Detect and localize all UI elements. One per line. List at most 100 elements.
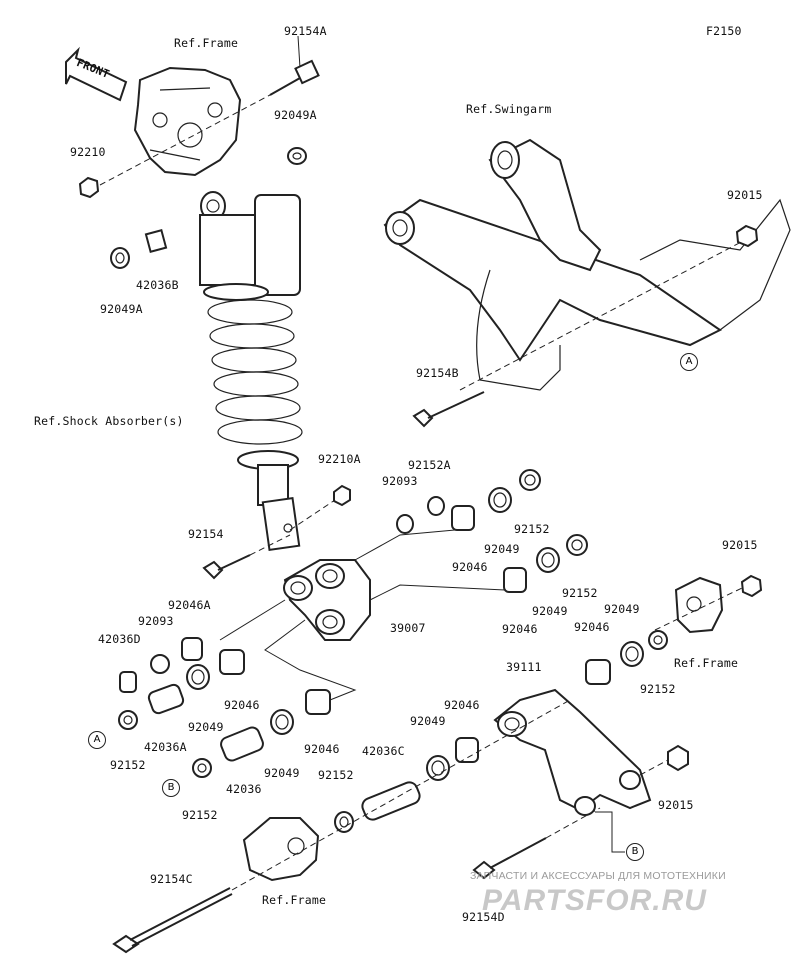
label-92154a: 92154A [284,24,327,38]
label-92152-a: 92152 [514,522,550,536]
washer-92152-bl [192,758,212,778]
washer-92152-a [519,469,541,491]
collar-42036a [147,683,185,715]
collar-42036b [144,229,168,253]
right-frame-bracket [654,574,763,634]
label-92049-e: 92049 [188,720,224,734]
upper-frame-bracket [133,66,242,177]
label-92154b: 92154B [416,366,459,380]
label-39111: 39111 [506,660,542,674]
label-ref-shock-absorber: Ref.Shock Absorber(s) [34,414,184,428]
ring-92049-a [488,487,512,513]
label-92049-b: 92049 [532,604,568,618]
nut-92015-top [735,224,759,248]
label-92152-mid: 92152 [318,768,354,782]
bolt-92154d [472,807,601,880]
label-ref-frame-bottom: Ref.Frame [262,893,327,907]
label-92152a: 92152A [408,458,451,472]
label-92154c: 92154C [150,872,193,886]
label-92154d: 92154D [462,910,505,924]
nut-92015-bottom [667,744,689,772]
label-92154: 92154 [188,527,224,541]
label-92049-c: 92049 [604,602,640,616]
label-92210a: 92210A [318,452,361,466]
label-92152-bl: 92152 [182,808,218,822]
label-92046-f: 92046 [304,742,340,756]
bolt-92154c [112,699,571,954]
front-arrow [65,46,128,102]
label-42036b: 42036B [136,278,179,292]
label-92015-bottom: 92015 [658,798,694,812]
bearing-92046-f [305,689,331,715]
label-92046-e: 92046 [444,698,480,712]
label-92210: 92210 [70,145,106,159]
washer-92049a-top [287,147,307,165]
label-ref-frame-right: Ref.Frame [674,656,739,670]
lower-frame-bracket [242,817,320,882]
rocker-39007 [283,559,371,641]
label-ref-swingarm: Ref.Swingarm [466,102,552,116]
shock-absorber [199,191,303,551]
washer-92152-c [648,630,668,650]
label-92152-left: 92152 [110,758,146,772]
label-92049a-top: 92049A [274,108,317,122]
label-92046-b: 92046 [502,622,538,636]
label-92093-mid: 92093 [382,474,418,488]
label-ref-frame-top: Ref.Frame [174,36,239,50]
ref-circle-a-swingarm: A [680,353,698,371]
ring-92093-mid [396,514,414,534]
label-92015-top: 92015 [727,188,763,202]
bearing-92046a [181,637,203,661]
ref-circle-b-left: B [162,779,180,797]
washer-92152-b [566,534,588,556]
washer-92152-mid [334,811,354,833]
nut-92210 [78,176,100,199]
washer-92152-left [118,710,138,730]
ref-circle-a-left: A [88,731,106,749]
label-39007: 39007 [390,621,426,635]
bolt-92154b [412,391,485,428]
label-92152-c: 92152 [640,682,676,696]
label-42036: 42036 [226,782,262,796]
label-92049a-left: 92049A [100,302,143,316]
watermark-logo: PARTSFOR.RU [482,884,707,917]
label-92049-a: 92049 [484,542,520,556]
bearing-92046-a [451,505,475,531]
bolt-92154 [202,534,291,580]
label-92152-b: 92152 [562,586,598,600]
label-92046-d: 92046 [224,698,260,712]
label-92046a: 92046A [168,598,211,612]
tie-rod-39111 [493,688,652,816]
label-92046-c: 92046 [574,620,610,634]
bearing-92046-c [585,659,611,685]
collar-42036d [119,671,137,693]
bearing-92046-e [455,737,479,763]
ring-92049-e [186,664,210,690]
label-92093-left: 92093 [138,614,174,628]
label-92049-d: 92049 [410,714,446,728]
label-92049-f: 92049 [264,766,300,780]
label-42036d: 42036D [98,632,141,646]
label-92015-right: 92015 [722,538,758,552]
nut-92210a [333,484,351,507]
collar-42036 [220,726,264,762]
washer-92152a [427,496,445,516]
ring-92049-b [536,547,560,573]
ring-92049-d [426,755,450,781]
ring-92093-left [150,654,170,674]
bearing-92046-b [503,567,527,593]
washer-92049a-left [110,247,130,269]
label-42036a: 42036A [144,740,187,754]
label-92046-a: 92046 [452,560,488,574]
bearing-92046-d [219,649,245,675]
ref-circle-b-right: B [626,843,644,861]
ring-92049-f [270,709,294,735]
label-42036c: 42036C [362,744,405,758]
watermark-tagline: ЗАПЧАСТИ И АКСЕССУАРЫ ДЛЯ МОТОТЕХНИКИ [470,870,726,882]
bolt-92154a [99,35,320,186]
swingarm [383,138,791,391]
ring-92049-c [620,641,644,667]
diagram-code: F2150 [706,24,742,38]
